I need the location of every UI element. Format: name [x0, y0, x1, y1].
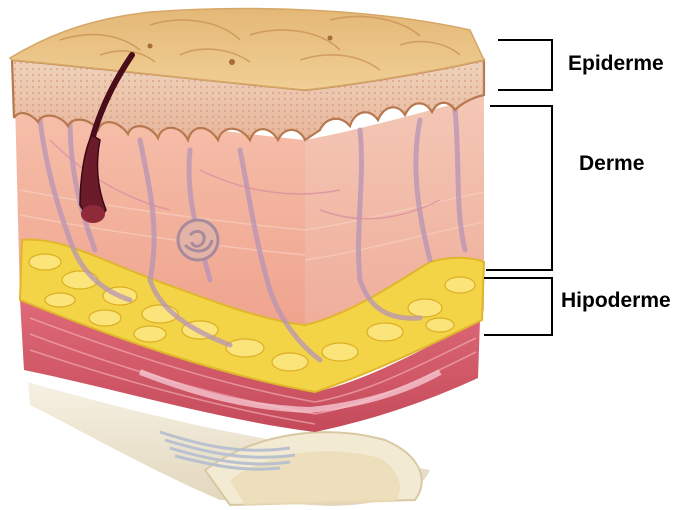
sweat-gland	[178, 220, 218, 260]
epidermis-label: Epiderme	[568, 52, 664, 76]
dermis-label: Derme	[579, 152, 644, 176]
hypodermis-bracket	[484, 278, 552, 335]
dermis-bracket	[486, 106, 552, 270]
hypodermis-label: Hipoderme	[561, 289, 671, 313]
epidermis-bracket	[498, 40, 552, 90]
layer-brackets	[484, 40, 552, 335]
